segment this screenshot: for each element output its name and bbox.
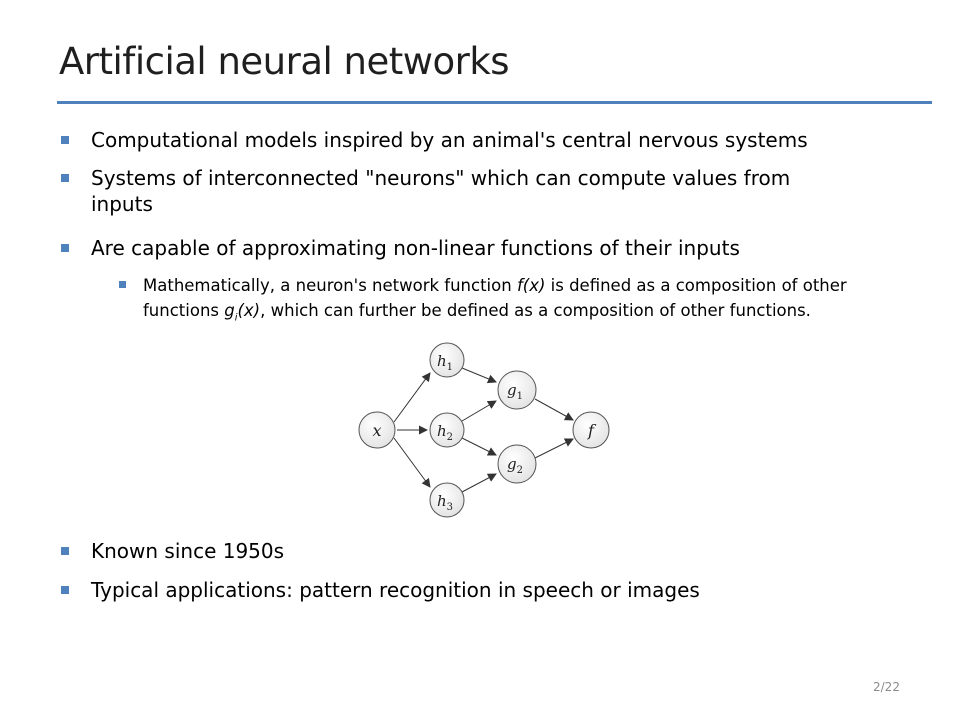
edge-h2-g1	[461, 400, 497, 422]
bullet-text: Typical applications: pattern recognitio…	[91, 578, 700, 602]
bullet-item: Typical applications: pattern recognitio…	[61, 577, 851, 603]
node-h2-label: h2	[437, 422, 453, 443]
sub-bullet-item: Mathematically, a neuron's network funct…	[119, 273, 893, 330]
node-h3-label: h3	[437, 492, 453, 513]
edge-h3-g2	[461, 473, 497, 493]
bullet-item: Systems of interconnected "neurons" whic…	[61, 165, 851, 217]
square-bullet-icon	[61, 547, 69, 555]
bullet-text: Computational models inspired by an anim…	[91, 128, 808, 152]
node-g2	[497, 444, 537, 484]
neural-network-diagram: x h1 h2 h3 g1 g2 f	[358, 342, 610, 518]
bullet-item: Computational models inspired by an anim…	[61, 127, 851, 153]
edge-x-h1	[393, 372, 431, 423]
square-bullet-icon	[119, 281, 126, 288]
node-h1-label: h1	[437, 352, 453, 373]
square-bullet-icon	[61, 174, 69, 182]
title-divider	[57, 101, 932, 104]
node-g2-label: g2	[507, 455, 523, 476]
bullet-text: Known since 1950s	[91, 539, 285, 563]
node-f	[572, 411, 610, 449]
bullet-item: Known since 1950s	[61, 538, 851, 564]
node-h1	[429, 342, 465, 378]
node-x	[358, 411, 396, 449]
bullet-text: Systems of interconnected "neurons" whic…	[91, 166, 791, 216]
square-bullet-icon	[61, 586, 69, 594]
node-g1	[497, 370, 537, 410]
square-bullet-icon	[61, 244, 69, 252]
edge-h1-g1	[461, 367, 497, 384]
edge-h2-g2	[461, 437, 497, 456]
node-x-label: x	[372, 421, 381, 440]
node-h3	[429, 482, 465, 518]
page-number: 2/22	[873, 680, 900, 694]
edge-x-h3	[393, 437, 431, 488]
sub-bullet-text: Mathematically, a neuron's network funct…	[143, 276, 847, 324]
node-f-label: f	[587, 421, 597, 440]
node-g1-label: g1	[507, 381, 523, 402]
square-bullet-icon	[61, 136, 69, 144]
node-h2	[429, 412, 465, 448]
bullet-text: Are capable of approximating non-linear …	[91, 236, 740, 260]
edge-g1-f	[534, 398, 574, 421]
bullet-item: Are capable of approximating non-linear …	[61, 235, 851, 261]
edge-g2-f	[534, 438, 574, 459]
slide-title: Artificial neural networks	[59, 40, 510, 83]
